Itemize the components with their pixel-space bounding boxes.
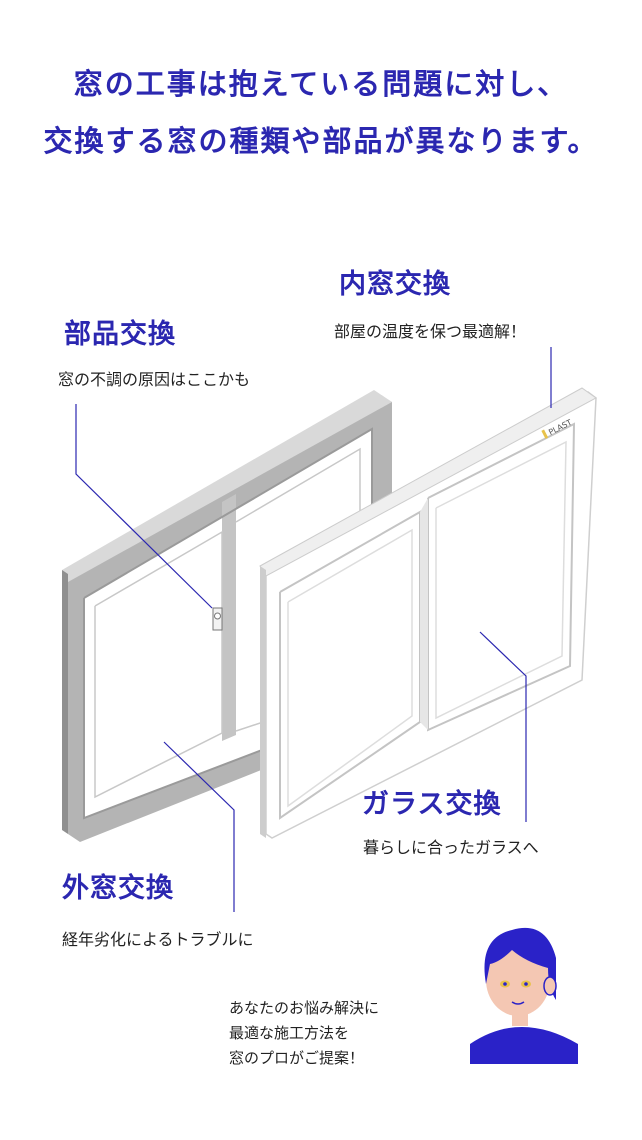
inner-window bbox=[259, 387, 597, 839]
speech-line-2: 最適な施工方法を bbox=[229, 1024, 350, 1042]
parts-desc: 窓の不調の原因はここかも bbox=[58, 370, 251, 389]
advisor-avatar bbox=[470, 927, 578, 1064]
speech-line-1: あなたのお悩み解決に bbox=[229, 999, 380, 1017]
parts-title: 部品交換 bbox=[64, 319, 176, 350]
outer-frame-left-edge bbox=[62, 570, 68, 834]
inner-window-title: 内窓交換 bbox=[339, 269, 451, 300]
outer-window-desc: 経年劣化によるトラブルに bbox=[62, 930, 254, 949]
inner-window-desc: 部屋の温度を保つ最適解！ bbox=[334, 322, 527, 341]
leader-parts bbox=[75, 404, 213, 609]
outer-frame-top-edge bbox=[62, 390, 392, 582]
inner-frame-left-edge bbox=[260, 566, 266, 838]
leader-glass bbox=[479, 631, 527, 822]
headline: 窓の工事は抱えている問題に対し、 交換する窓の種類や部品が異なります。 bbox=[0, 70, 642, 184]
speech-line-3: 窓のプロがご提案！ bbox=[229, 1049, 365, 1067]
outer-window-title: 外窓交換 bbox=[62, 873, 174, 904]
glass-title: ガラス交換 bbox=[362, 789, 502, 820]
crescent-lock-icon bbox=[212, 607, 223, 631]
glass-desc: 暮らしに合ったガラスへ bbox=[363, 838, 539, 857]
headline-line-2: 交換する窓の種類や部品が異なります。 bbox=[43, 124, 599, 158]
headline-line-1: 窓の工事は抱えている問題に対し、 bbox=[73, 67, 569, 101]
advisor-speech: あなたのお悩み解決に 最適な施工方法を 窓のプロがご提案！ bbox=[229, 996, 379, 1071]
leader-outer bbox=[163, 741, 235, 912]
leader-lines bbox=[75, 347, 552, 912]
outer-frame-mullion bbox=[222, 494, 236, 741]
